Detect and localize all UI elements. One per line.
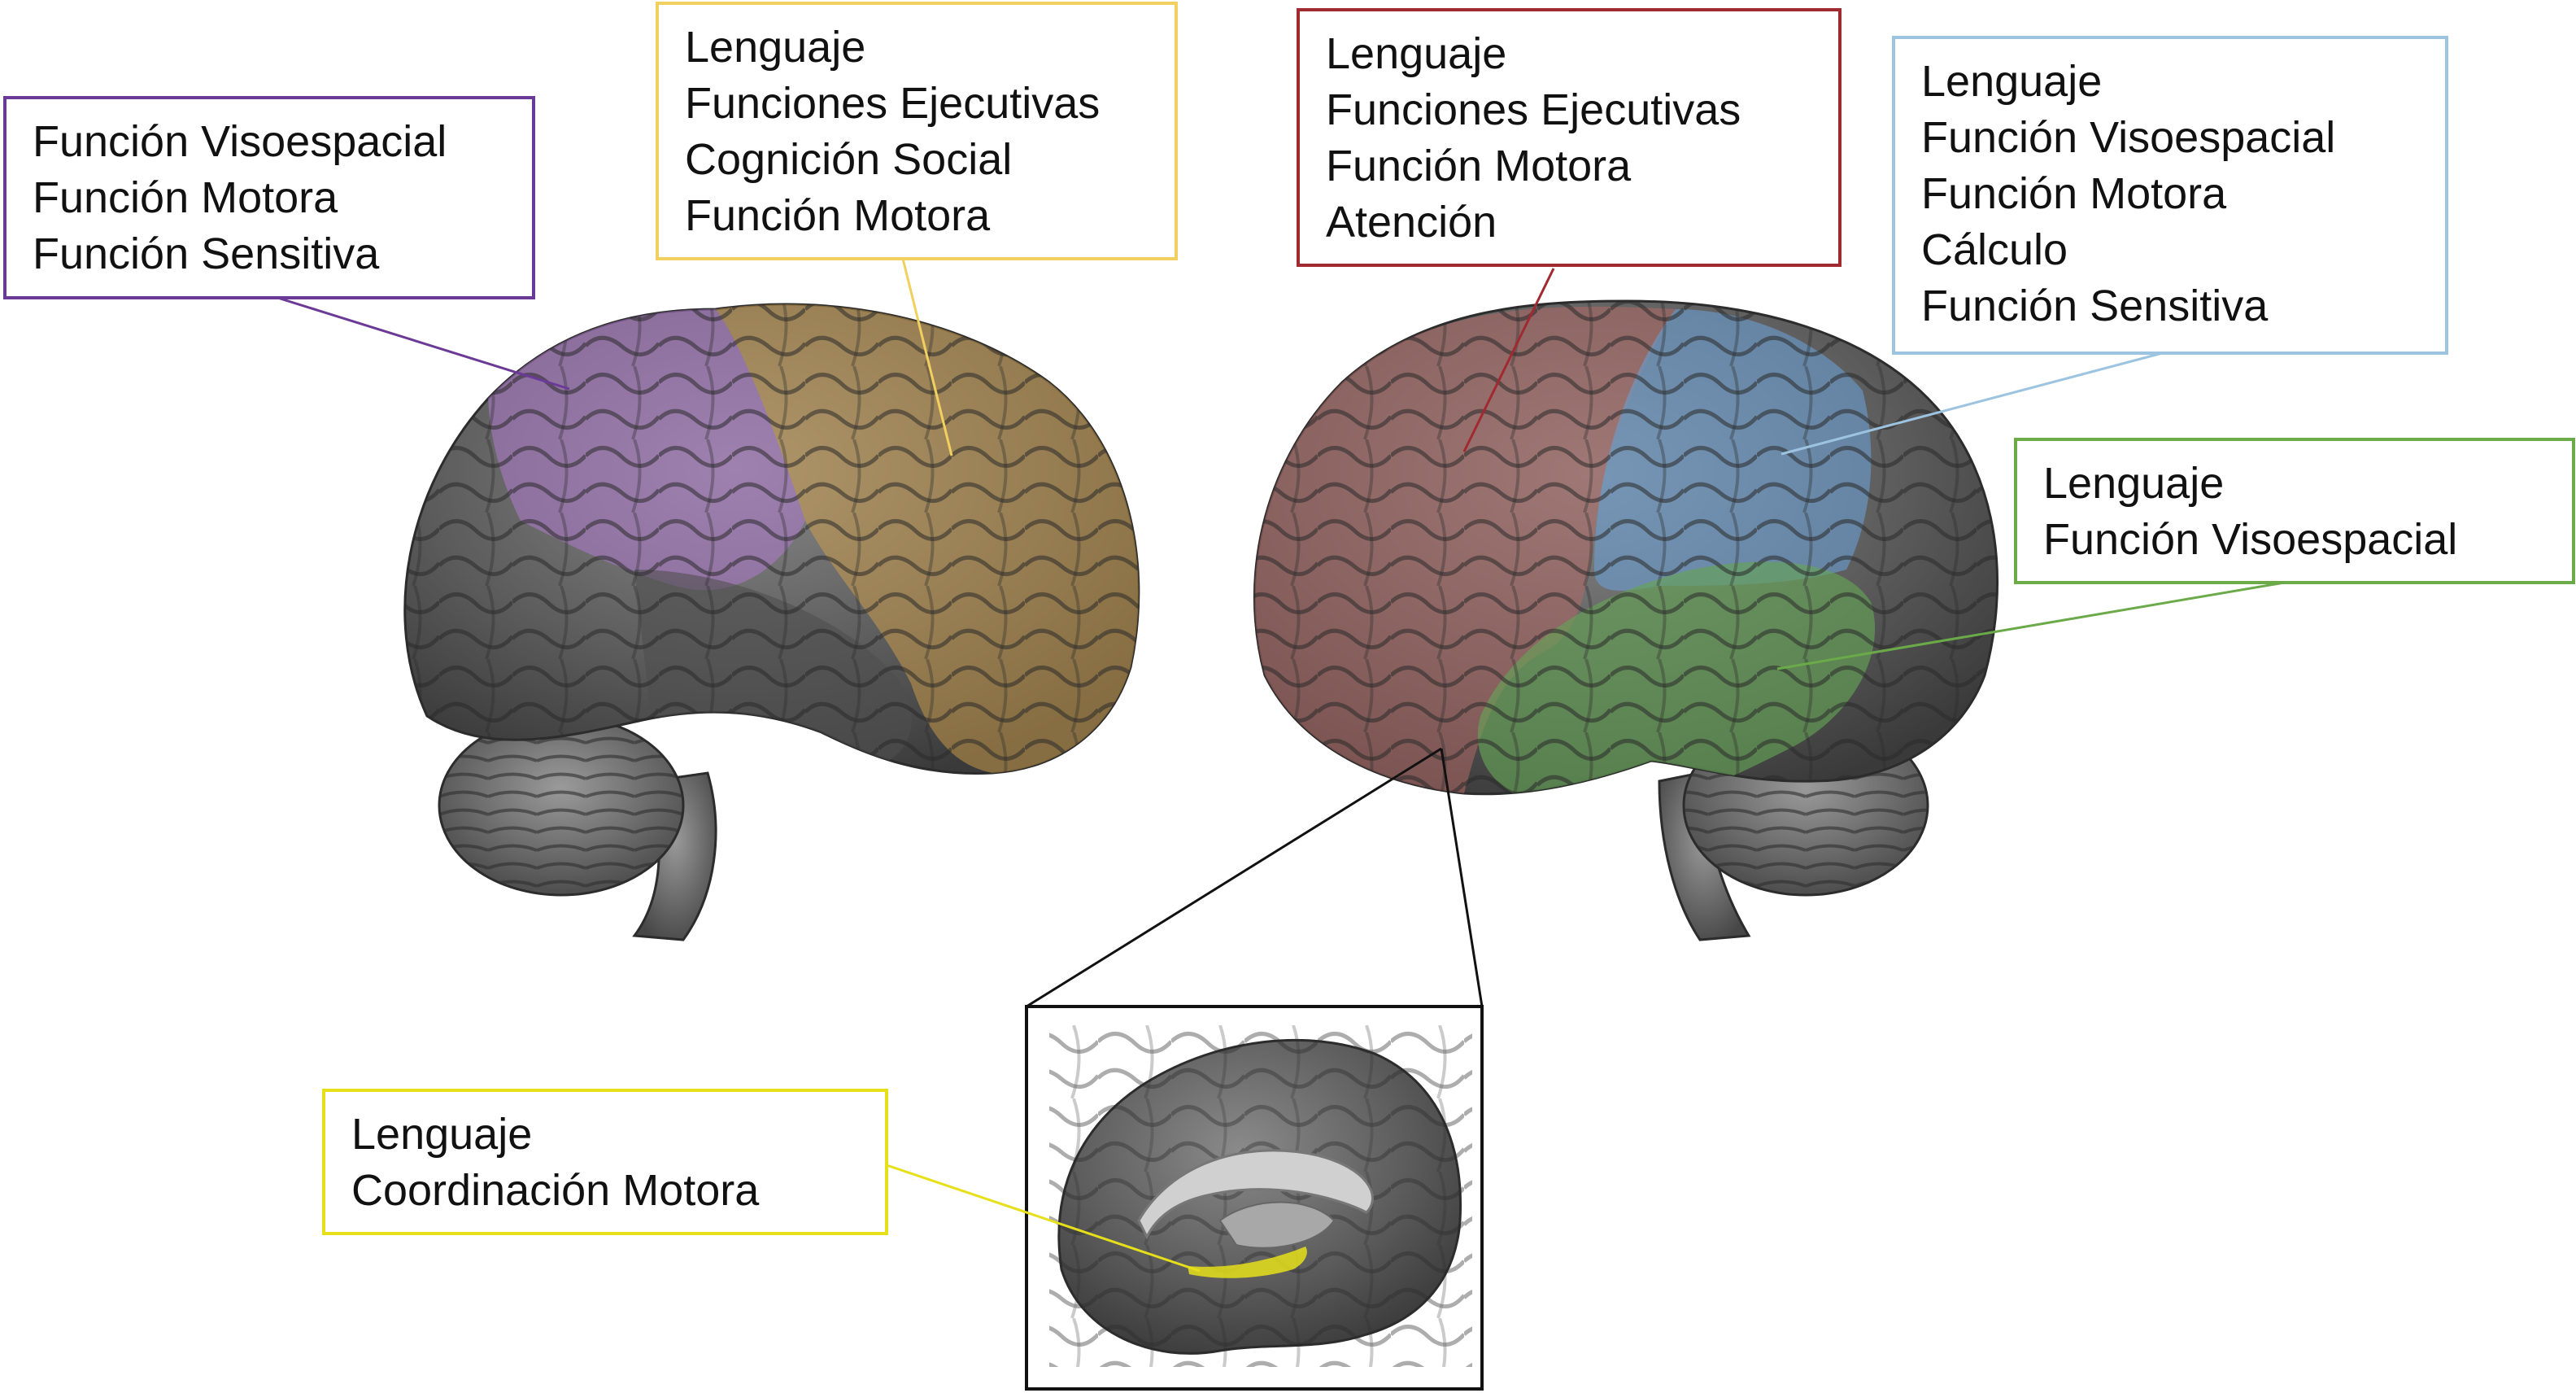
label-line: Lenguaje (2043, 459, 2225, 508)
label-line: Lenguaje (351, 1110, 533, 1159)
label-line: Funciones Ejecutivas (1326, 85, 1741, 134)
label-left-frontal: Lenguaje Funciones Ejecutivas Cognición … (656, 2, 1178, 260)
leader-lines (272, 258, 2295, 1273)
leader-left-frontal (901, 258, 953, 456)
label-line: Lenguaje (1326, 29, 1507, 78)
label-line: Función Motora (1326, 142, 1632, 190)
right-hemisphere-brain (1253, 299, 1999, 941)
label-line: Lenguaje (685, 23, 866, 72)
left-hemisphere-brain (403, 303, 1140, 941)
cerebellar-highlight (1188, 1247, 1307, 1278)
label-line: Función Motora (685, 191, 991, 240)
leader-right-frontal (1462, 268, 1555, 452)
corpus-callosum (1137, 1149, 1374, 1240)
thalamus (1218, 1201, 1336, 1249)
label-left-parietal: Función Visoespacial Función Motora Func… (3, 96, 535, 299)
label-line: Cálculo (1921, 225, 2068, 274)
left-cerebellum (438, 714, 685, 897)
label-right-parietal: Lenguaje Función Visoespacial Función Mo… (1892, 36, 2448, 355)
inset-connector-right (1440, 748, 1484, 1007)
label-line: Función Visoespacial (33, 117, 447, 166)
leader-left-parietal (272, 295, 570, 391)
label-line: Atención (1326, 198, 1497, 247)
leader-cerebellar (886, 1164, 1201, 1273)
inset-connector-left (1026, 747, 1442, 1008)
medial-view-inset (1025, 1005, 1484, 1391)
label-line: Función Motora (33, 173, 338, 222)
leader-right-parietal (1781, 351, 2166, 456)
label-line: Coordinación Motora (351, 1166, 760, 1215)
label-line: Función Motora (1921, 169, 2227, 218)
label-right-frontal: Lenguaje Funciones Ejecutivas Función Mo… (1297, 8, 1842, 267)
label-line: Función Sensitiva (1921, 282, 2269, 330)
label-line: Lenguaje (1921, 57, 2103, 106)
label-right-temporal: Lenguaje Función Visoespacial (2014, 438, 2575, 584)
label-line: Cognición Social (685, 135, 1013, 184)
label-line: Funciones Ejecutivas (685, 79, 1101, 128)
label-line: Función Visoespacial (1921, 113, 2336, 162)
leader-right-temporal (1776, 579, 2295, 670)
label-line: Función Visoespacial (2043, 515, 2458, 564)
label-cerebellar: Lenguaje Coordinación Motora (322, 1089, 888, 1235)
label-line: Función Sensitiva (33, 229, 380, 278)
